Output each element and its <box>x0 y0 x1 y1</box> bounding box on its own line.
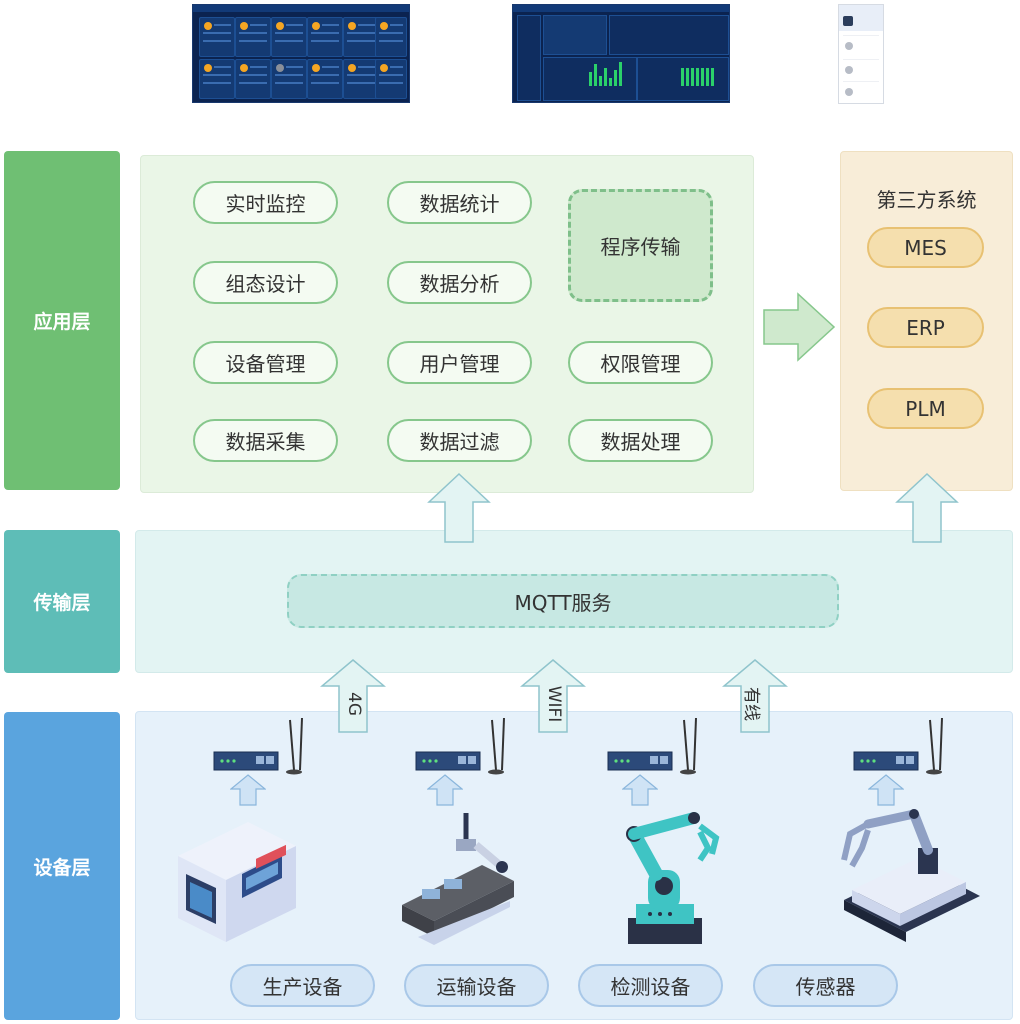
function-user-management: 用户管理 <box>387 341 532 384</box>
gateway-router-icon <box>415 717 505 775</box>
device-production-equipment: 生产设备 <box>230 964 375 1007</box>
link-wired-label: 有线 <box>741 687 761 721</box>
arrow-up-icon <box>320 659 386 733</box>
gateway-router-icon <box>853 717 943 775</box>
mobile-app-screenshot <box>838 4 884 104</box>
function-realtime-monitoring: 实时监控 <box>193 181 338 224</box>
function-data-filtering: 数据过滤 <box>387 419 532 462</box>
arrow-right-icon <box>763 292 836 362</box>
conveyor-transport-icon <box>402 813 514 945</box>
device-transport-equipment: 运输设备 <box>404 964 549 1007</box>
function-data-collection: 数据采集 <box>193 419 338 462</box>
system-plm: PLM <box>867 388 984 429</box>
application-layer-label: 应用层 <box>4 151 120 490</box>
function-permission-management: 权限管理 <box>568 341 713 384</box>
transport-layer-label: 传输层 <box>4 530 120 673</box>
function-program-transfer: 程序传输 <box>568 189 713 302</box>
arrow-up-icon <box>230 774 266 806</box>
function-data-statistics: 数据统计 <box>387 181 532 224</box>
link-4g-label: 4G <box>344 692 364 716</box>
link-wifi-label: WIFI <box>544 685 564 723</box>
production-machine-icon <box>178 822 296 942</box>
gateway-router-icon <box>607 717 697 775</box>
arrow-up-icon <box>895 472 959 543</box>
arrow-up-icon <box>722 659 788 733</box>
system-erp: ERP <box>867 307 984 348</box>
function-device-management: 设备管理 <box>193 341 338 384</box>
device-sensor: 传感器 <box>753 964 898 1007</box>
function-configuration-design: 组态设计 <box>193 261 338 304</box>
device-inspection-equipment: 检测设备 <box>578 964 723 1007</box>
arrow-up-icon <box>427 774 463 806</box>
arrow-up-icon <box>622 774 658 806</box>
arrow-up-icon <box>520 659 586 733</box>
arrow-up-icon <box>868 774 904 806</box>
third-party-title: 第三方系统 <box>876 188 977 212</box>
function-data-processing: 数据处理 <box>568 419 713 462</box>
mqtt-service-box: MQTT服务 <box>287 574 839 628</box>
inspection-robot-arm-icon <box>626 812 720 944</box>
mobile-robot-sensor-icon <box>841 809 980 942</box>
dashboard-screenshot-monitor <box>192 4 410 103</box>
dashboard-screenshot-statistics <box>512 4 730 103</box>
arrow-up-icon <box>427 472 491 543</box>
system-mes: MES <box>867 227 984 268</box>
gateway-router-icon <box>213 717 303 775</box>
device-layer-label: 设备层 <box>4 712 120 1020</box>
function-data-analysis: 数据分析 <box>387 261 532 304</box>
